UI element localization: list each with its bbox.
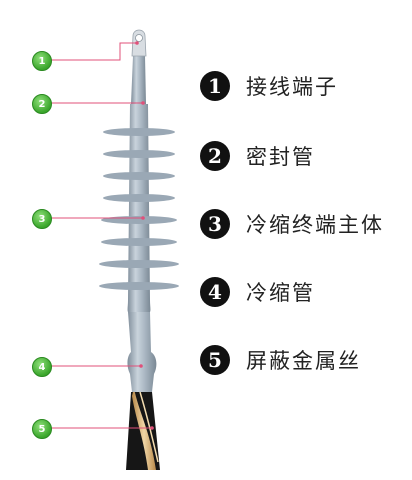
legend-label: 冷缩管	[246, 281, 315, 305]
legend-label: 密封管	[246, 145, 315, 169]
callout-2: 2	[32, 94, 52, 114]
callout-4: 4	[32, 357, 52, 377]
legend-number: 2	[200, 141, 230, 171]
leader-lines	[49, 42, 152, 429]
callout-3: 3	[32, 209, 52, 229]
legend-label: 接线端子	[246, 75, 338, 99]
callout-1: 1	[32, 51, 52, 71]
legend-number: 5	[200, 345, 230, 375]
sealing-tube	[131, 56, 146, 104]
sheds	[99, 128, 179, 290]
legend-number: 4	[200, 277, 230, 307]
callout-5: 5	[32, 419, 52, 439]
legend-item-5: 5 屏蔽金属丝	[200, 342, 361, 378]
legend-item-4: 4 冷缩管	[200, 274, 315, 310]
legend-number: 1	[200, 71, 230, 101]
legend-label: 屏蔽金属丝	[246, 349, 361, 373]
leader-end-dots	[135, 41, 154, 430]
shield-wires	[132, 388, 156, 470]
cold-shrink-tube	[127, 312, 157, 392]
legend-item-1: 1 接线端子	[200, 68, 338, 104]
legend-item-3: 3 冷缩终端主体	[200, 206, 384, 242]
legend-label: 冷缩终端主体	[246, 213, 384, 237]
shield-wire-strand	[139, 391, 159, 463]
legend-number: 3	[200, 209, 230, 239]
leader-1	[49, 42, 137, 61]
legend-item-2: 2 密封管	[200, 138, 315, 174]
terminal-lug	[131, 29, 147, 57]
